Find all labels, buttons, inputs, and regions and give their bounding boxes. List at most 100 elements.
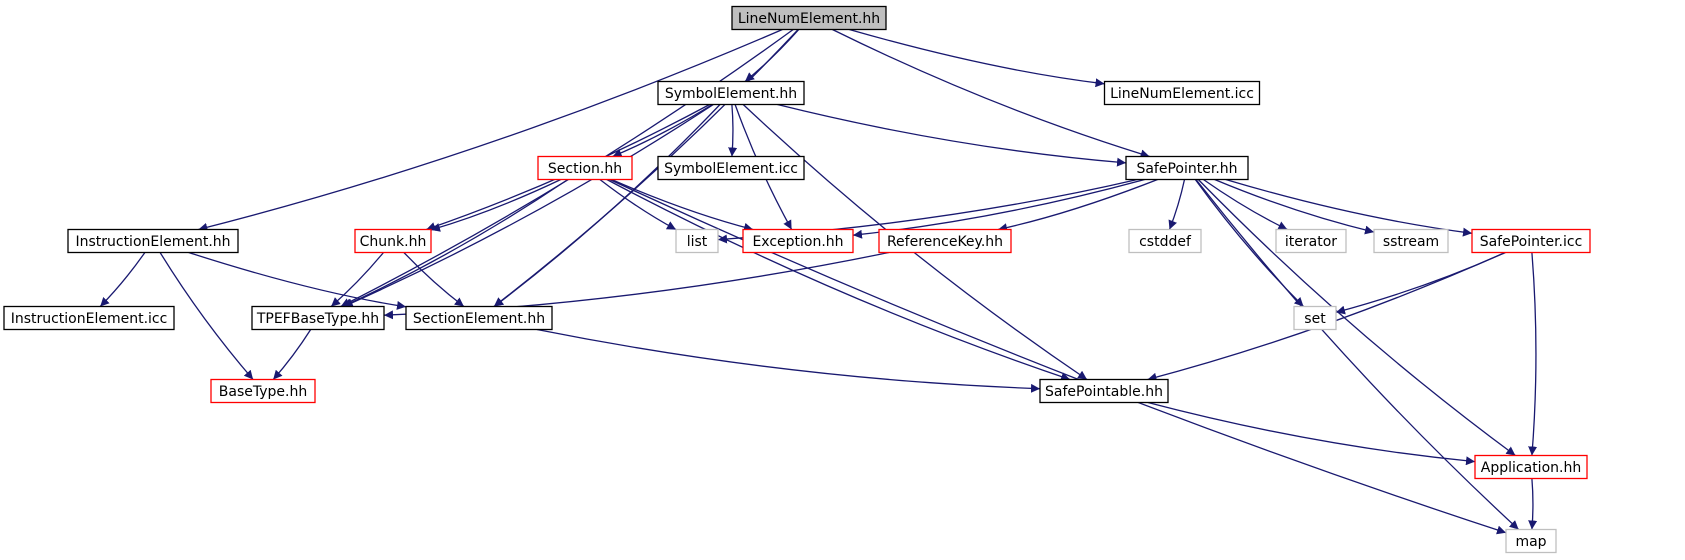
node-safepointable-hh[interactable]: SafePointable.hh [1039, 378, 1169, 404]
edge-tpef_hh-to-basetype_hh [272, 329, 312, 380]
node-label: SectionElement.hh [413, 311, 545, 327]
node-label: LineNumElement.icc [1110, 86, 1254, 102]
node-box [675, 228, 719, 254]
edge-instr_hh-to-basetype_hh [159, 252, 254, 380]
node-label: SymbolElement.icc [664, 161, 798, 177]
node-box [657, 155, 805, 181]
node-basetype-hh[interactable]: BaseType.hh [210, 378, 316, 404]
node-label: ReferenceKey.hh [887, 234, 1003, 250]
node-label: SafePointable.hh [1045, 384, 1163, 400]
node-safepointer-icc[interactable]: SafePointer.icc [1471, 228, 1591, 254]
node-label: TPEFBaseType.hh [256, 311, 379, 327]
node-box [1373, 228, 1449, 254]
edge-safepointer_icc-to-set [1335, 251, 1506, 315]
node-label: set [1304, 311, 1326, 327]
edge-application_hh-to-map [1528, 478, 1538, 530]
edge-safepointer_hh-to-refkey_hh [997, 178, 1158, 232]
edge-section_hh-to-tpef_hh [342, 178, 569, 308]
edge-symbol_hh-to-safepointer_hh [777, 103, 1127, 167]
node-label: iterator [1285, 234, 1337, 250]
edge-symbol_hh-to-sectionelem_hh [493, 104, 721, 308]
node-label: BaseType.hh [219, 384, 307, 400]
node-instructionelement-icc[interactable]: InstructionElement.icc [3, 305, 175, 331]
node-box [878, 228, 1012, 254]
node-iterator[interactable]: iterator [1275, 228, 1347, 254]
node-label: Section.hh [548, 161, 622, 177]
node-box [731, 5, 887, 31]
edge-safepointer_hh-to-cstddef [1168, 179, 1186, 230]
node-label: SafePointer.hh [1136, 161, 1237, 177]
node-label: Application.hh [1481, 460, 1581, 476]
node-label: SafePointer.icc [1480, 234, 1583, 250]
node-sectionelement-hh[interactable]: SectionElement.hh [405, 305, 553, 331]
node-label: Chunk.hh [360, 234, 427, 250]
node-set[interactable]: set [1293, 305, 1337, 331]
edge-safepointer_hh-to-iterator [1203, 178, 1288, 231]
edge-symbol_hh-to-tpef_hh [343, 103, 714, 308]
node-section-hh[interactable]: Section.hh [537, 155, 633, 181]
node-label: map [1515, 534, 1546, 550]
node-safepointer-hh[interactable]: SafePointer.hh [1125, 155, 1249, 181]
edge-safepointer_hh-to-map [1195, 179, 1520, 530]
node-box [657, 80, 805, 106]
node-list[interactable]: list [675, 228, 719, 254]
edge-section_hh-to-safepointable_hh [606, 178, 1071, 381]
edge-refkey_hh-to-tpef_hh [383, 251, 890, 320]
node-linenumelement-hh[interactable]: LineNumElement.hh [731, 5, 887, 31]
node-box [1293, 305, 1337, 331]
node-box [405, 305, 553, 331]
node-label: sstream [1383, 234, 1439, 250]
edge-symbol_hh-to-symbol_icc [728, 104, 738, 157]
node-label: SymbolElement.hh [665, 86, 797, 102]
node-box [251, 305, 385, 331]
node-label: list [687, 234, 708, 250]
edge-instr_hh-to-instr_icc [99, 252, 146, 307]
edge-linenum_hh-to-safepointer_hh [832, 28, 1150, 159]
node-label: InstructionElement.icc [11, 311, 168, 327]
node-box [1474, 454, 1588, 480]
node-box [1128, 228, 1202, 254]
node-box [67, 228, 239, 254]
edge-linenum_hh-to-instr_hh [198, 28, 783, 232]
edge-chunk_hh-to-sectionelem_hh [403, 252, 465, 308]
node-box [3, 305, 175, 331]
node-box [1039, 378, 1169, 404]
node-application-hh[interactable]: Application.hh [1474, 454, 1588, 480]
edge-safepointable_hh-to-application_hh [1147, 401, 1476, 466]
edge-layer [99, 28, 1538, 535]
edge-section_hh-to-chunk_hh [430, 178, 562, 232]
edge-safepointer_hh-to-application_hh [1197, 179, 1516, 457]
node-cstddef[interactable]: cstddef [1128, 228, 1202, 254]
node-box [742, 228, 854, 254]
node-map[interactable]: map [1505, 528, 1557, 554]
node-sstream[interactable]: sstream [1373, 228, 1449, 254]
node-label: cstddef [1139, 234, 1192, 250]
edge-safepointer_icc-to-application_hh [1528, 252, 1538, 456]
node-exception-hh[interactable]: Exception.hh [742, 228, 854, 254]
edge-chunk_hh-to-tpef_hh [330, 252, 385, 307]
node-symbolelement-hh[interactable]: SymbolElement.hh [657, 80, 805, 106]
node-box [537, 155, 633, 181]
edge-safepointer_hh-to-sstream [1214, 178, 1375, 235]
node-box [354, 228, 432, 254]
node-box [1275, 228, 1347, 254]
edge-section_hh-to-exception_hh [611, 178, 754, 232]
node-box [1471, 228, 1591, 254]
edge-section_hh-to-list [599, 178, 677, 231]
node-box [1125, 155, 1249, 181]
node-box [1505, 528, 1557, 554]
node-referencekey-hh[interactable]: ReferenceKey.hh [878, 228, 1012, 254]
node-tpefbasetype-hh[interactable]: TPEFBaseType.hh [251, 305, 385, 331]
node-label: InstructionElement.hh [75, 234, 230, 250]
node-box [210, 378, 316, 404]
edge-linenum_hh-to-linenum_icc [849, 28, 1105, 88]
node-instructionelement-hh[interactable]: InstructionElement.hh [67, 228, 239, 254]
node-symbolelement-icc[interactable]: SymbolElement.icc [657, 155, 805, 181]
node-chunk-hh[interactable]: Chunk.hh [354, 228, 432, 254]
edge-symbol_hh-to-section_hh [612, 103, 713, 158]
edge-instr_hh-to-sectionelem_hh [188, 251, 407, 310]
node-label: LineNumElement.hh [738, 11, 880, 27]
node-linenumelement-icc[interactable]: LineNumElement.icc [1103, 80, 1261, 106]
